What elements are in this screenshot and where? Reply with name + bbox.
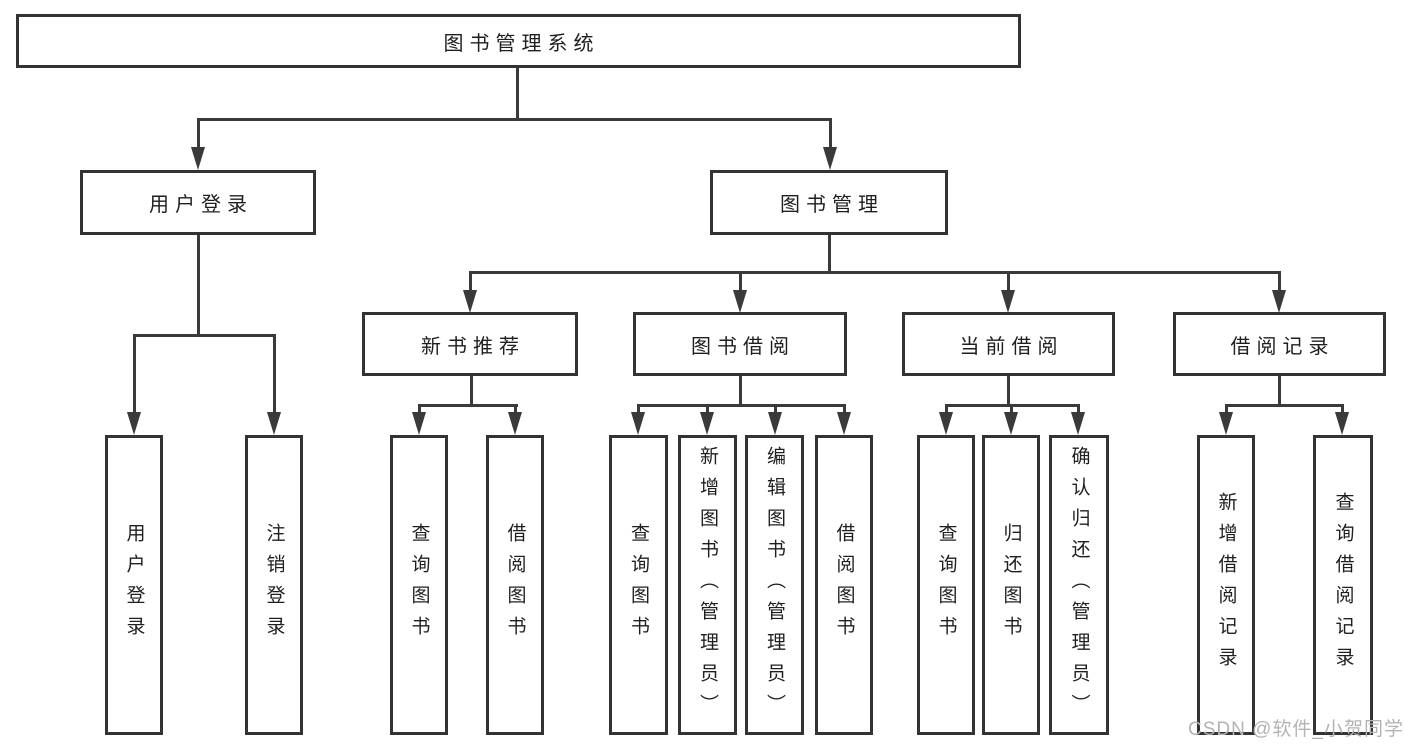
leaf-logout-login: 注销登录 bbox=[245, 435, 303, 735]
arrowhead-icon bbox=[1335, 412, 1349, 435]
edge-line bbox=[1007, 376, 1010, 407]
arrowhead-icon bbox=[939, 412, 953, 435]
edge-line bbox=[514, 404, 517, 415]
edge-line bbox=[470, 376, 473, 407]
leaf-br-query-record: 查询借阅记录 bbox=[1313, 435, 1373, 735]
node-new-book-recommend: 新书推荐 bbox=[362, 312, 578, 376]
edge-line bbox=[829, 118, 832, 150]
arrowhead-icon bbox=[631, 412, 645, 435]
arrowhead-icon bbox=[127, 412, 141, 435]
arrowhead-icon bbox=[267, 412, 281, 435]
edge-line bbox=[469, 271, 1281, 274]
edge-line bbox=[637, 404, 640, 415]
leaf-bb-edit-book-admin: 编辑图书（管理员） bbox=[745, 435, 804, 735]
arrowhead-icon bbox=[768, 412, 782, 435]
edge-line bbox=[469, 271, 472, 292]
edge-line bbox=[739, 271, 742, 292]
arrowhead-icon bbox=[1272, 290, 1286, 313]
arrowhead-icon bbox=[463, 290, 477, 313]
leaf-bb-add-book-admin: 新增图书（管理员） bbox=[678, 435, 737, 735]
node-book-borrow: 图书借阅 bbox=[633, 312, 847, 376]
csdn-watermark: CSDN @软件_小贺同学 bbox=[1188, 719, 1404, 740]
leaf-bb-query-book: 查询图书 bbox=[609, 435, 668, 735]
arrowhead-icon bbox=[1219, 412, 1233, 435]
edge-line bbox=[1341, 404, 1344, 415]
edge-line bbox=[197, 118, 831, 121]
edge-line bbox=[273, 334, 276, 414]
edge-line bbox=[133, 334, 136, 414]
edge-line bbox=[1007, 271, 1010, 292]
arrowhead-icon bbox=[508, 412, 522, 435]
edge-line bbox=[945, 404, 948, 415]
edge-line bbox=[1278, 376, 1281, 407]
node-current-borrow: 当前借阅 bbox=[902, 312, 1115, 376]
edge-line bbox=[637, 404, 845, 407]
arrowhead-icon bbox=[1004, 412, 1018, 435]
arrowhead-icon bbox=[823, 147, 837, 170]
arrowhead-icon bbox=[191, 147, 205, 170]
leaf-nbr-borrow-book: 借阅图书 bbox=[486, 435, 544, 735]
edge-line bbox=[828, 235, 831, 274]
edge-line bbox=[843, 404, 846, 415]
edge-line bbox=[133, 334, 276, 337]
node-borrow-record: 借阅记录 bbox=[1173, 312, 1386, 376]
edge-line bbox=[418, 404, 421, 415]
edge-line bbox=[706, 404, 709, 415]
edge-line bbox=[1225, 404, 1228, 415]
leaf-nbr-query-book: 查询图书 bbox=[390, 435, 448, 735]
leaf-cb-return-book: 归还图书 bbox=[982, 435, 1040, 735]
arrowhead-icon bbox=[733, 290, 747, 313]
edge-line bbox=[1278, 271, 1281, 292]
arrowhead-icon bbox=[412, 412, 426, 435]
arrowhead-icon bbox=[837, 412, 851, 435]
node-user-login: 用户登录 bbox=[80, 170, 316, 235]
arrowhead-icon bbox=[700, 412, 714, 435]
leaf-cb-confirm-return-admin: 确认归还（管理员） bbox=[1049, 435, 1109, 735]
leaf-cb-query-book: 查询图书 bbox=[917, 435, 975, 735]
leaf-br-add-record: 新增借阅记录 bbox=[1197, 435, 1255, 735]
edge-line bbox=[516, 68, 519, 121]
leaf-user-login: 用户登录 bbox=[105, 435, 163, 735]
edge-line bbox=[418, 404, 518, 407]
node-book-management: 图书管理 bbox=[710, 170, 948, 235]
leaf-bb-borrow-book: 借阅图书 bbox=[815, 435, 873, 735]
edge-line bbox=[197, 118, 200, 150]
edge-line bbox=[1077, 404, 1080, 415]
node-root: 图书管理系统 bbox=[16, 14, 1021, 68]
arrowhead-icon bbox=[1001, 290, 1015, 313]
edge-line bbox=[1010, 404, 1013, 415]
edge-line bbox=[739, 376, 742, 407]
edge-line bbox=[197, 235, 200, 337]
arrowhead-icon bbox=[1071, 412, 1085, 435]
edge-line bbox=[774, 404, 777, 415]
edge-line bbox=[1225, 404, 1344, 407]
